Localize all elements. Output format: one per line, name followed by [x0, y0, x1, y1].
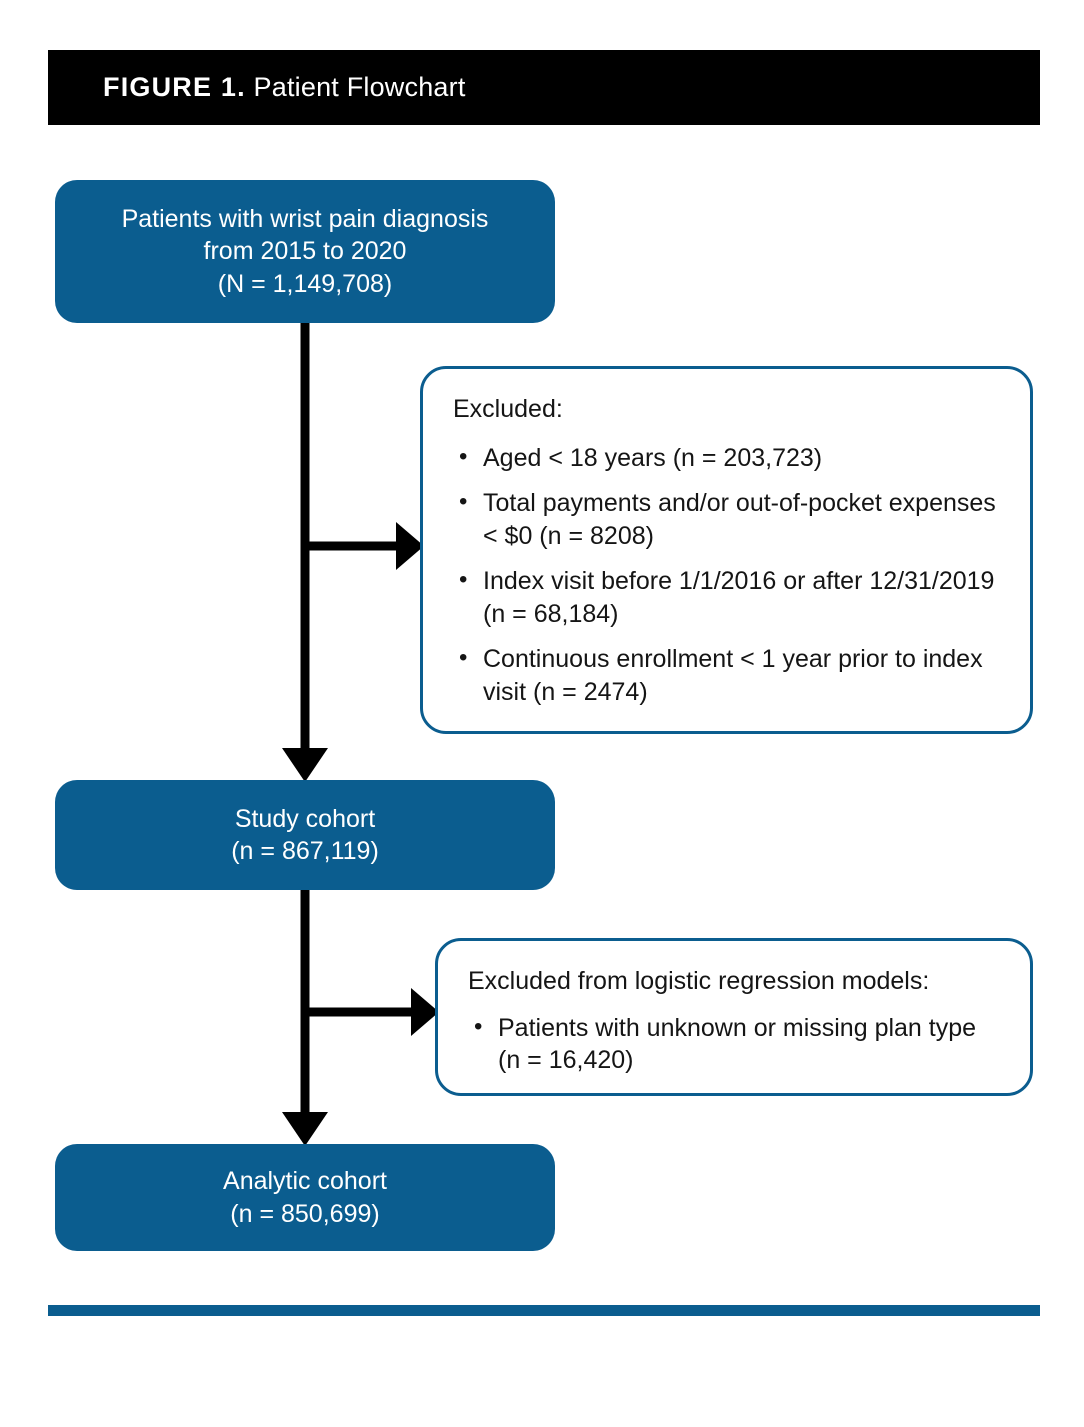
bullet-icon: •	[474, 1012, 483, 1040]
node-excluded-criteria-1: Excluded: • Aged < 18 years (n = 203,723…	[420, 366, 1033, 734]
list-item-text: Index visit before 1/1/2016 or after 12/…	[483, 567, 995, 628]
list-item: • Total payments and/or out-of-pocket ex…	[453, 487, 1004, 552]
bullet-icon: •	[459, 442, 468, 470]
node-source-population: Patients with wrist pain diagnosis from …	[55, 180, 555, 323]
node-analytic-line-2: (n = 850,699)	[230, 1199, 380, 1228]
node-source-line-2: from 2015 to 2020	[203, 237, 407, 266]
figure-header-bar: FIGURE 1. Patient Flowchart	[48, 50, 1040, 125]
list-item: • Continuous enrollment < 1 year prior t…	[453, 643, 1004, 708]
node-source-line-1: Patients with wrist pain diagnosis	[121, 204, 489, 233]
bottom-rule-divider	[48, 1305, 1040, 1316]
list-item: • Aged < 18 years (n = 203,723)	[453, 442, 1004, 475]
figure-header-title: FIGURE 1. Patient Flowchart	[48, 72, 466, 103]
excluded-2-heading: Excluded from logistic regression models…	[468, 967, 930, 995]
list-item-text: Patients with unknown or missing plan ty…	[498, 1013, 977, 1075]
bullet-icon: •	[459, 488, 468, 515]
arrowhead-down-to-analytic	[282, 1112, 328, 1146]
list-item: • Index visit before 1/1/2016 or after 1…	[453, 565, 1004, 630]
excluded-2-list: • Patients with unknown or missing plan …	[468, 1012, 1004, 1077]
node-study-line-2: (n = 867,119)	[231, 837, 379, 865]
node-analytic-line-1: Analytic cohort	[223, 1167, 387, 1195]
node-source-line-3: (N = 1,149,708)	[217, 269, 393, 298]
list-item: • Patients with unknown or missing plan …	[468, 1012, 1004, 1077]
excluded-1-heading: Excluded:	[453, 395, 563, 423]
list-item-text: Total payments and/or out-of-pocket expe…	[483, 489, 996, 550]
excluded-1-list: • Aged < 18 years (n = 203,723) • Total …	[453, 442, 1004, 709]
figure-title-text: Patient Flowchart	[253, 72, 466, 102]
node-study-line-1: Study cohort	[234, 804, 376, 833]
list-item-text: Continuous enrollment < 1 year prior to …	[483, 645, 983, 706]
bullet-icon: •	[459, 644, 468, 671]
arrowhead-down-to-study	[282, 748, 328, 782]
list-item-text: Aged < 18 years (n = 203,723)	[483, 443, 823, 472]
node-excluded-criteria-2: Excluded from logistic regression models…	[435, 938, 1033, 1096]
node-study-cohort: Study cohort (n = 867,119)	[55, 780, 555, 890]
node-analytic-cohort: Analytic cohort (n = 850,699)	[55, 1144, 555, 1251]
figure-number-label: FIGURE 1.	[103, 72, 246, 102]
bullet-icon: •	[459, 566, 468, 593]
